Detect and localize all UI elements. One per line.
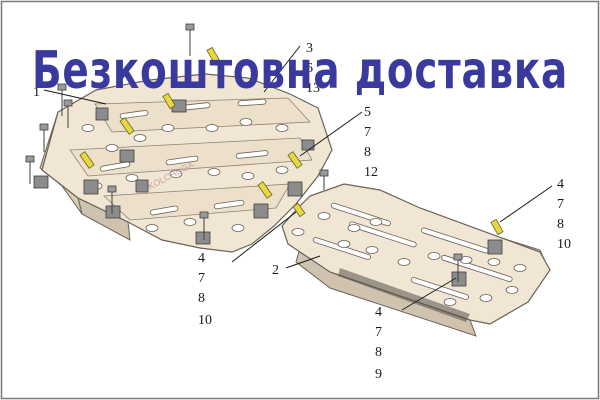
callout-4-bottom: 4 [375, 305, 382, 320]
callout-5: 5 [364, 105, 371, 120]
callout-7-a: 7 [364, 125, 371, 140]
callout-9-bottom: 9 [375, 367, 382, 382]
callout-8-left: 8 [198, 291, 205, 306]
plate-2 [281, 183, 551, 337]
callout-1: 1 [33, 85, 40, 100]
callout-6: 6 [306, 61, 313, 76]
fasteners [25, 23, 504, 282]
callout-4-left: 4 [198, 251, 205, 266]
callout-8-bottom: 8 [375, 345, 382, 360]
callout-3: 3 [306, 41, 313, 56]
free-delivery-banner: Безкоштовна доставка [32, 41, 568, 101]
callouts: 1 3 6 13 5 7 8 12 4 7 8 10 4 7 8 10 2 4 … [33, 41, 571, 382]
callout-7-right: 7 [557, 197, 564, 212]
callout-7-bottom: 7 [375, 325, 382, 340]
mounting-brackets [33, 99, 503, 287]
callout-12: 12 [364, 165, 378, 180]
callout-2: 2 [272, 263, 279, 278]
callout-8-a: 8 [364, 145, 371, 160]
callout-8-right: 8 [557, 217, 564, 232]
callout-10-right: 10 [557, 237, 571, 252]
callout-7-left: 7 [198, 271, 205, 286]
callout-13: 13 [306, 81, 320, 96]
leader-lines [43, 45, 553, 311]
callout-10-left: 10 [198, 313, 212, 328]
callout-4-right: 4 [557, 177, 564, 192]
